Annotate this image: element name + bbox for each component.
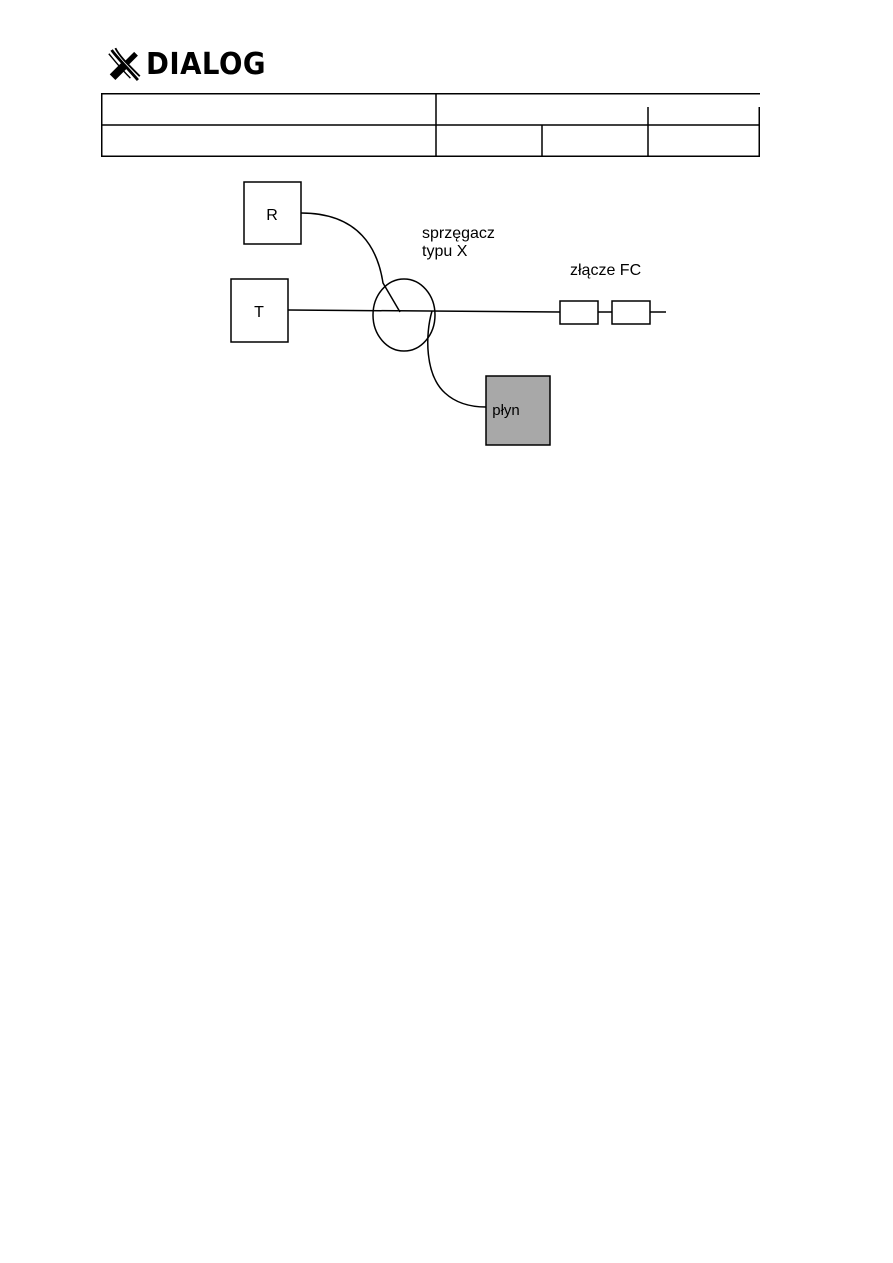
- receiver-label: R: [266, 207, 278, 224]
- fluid-label: płyn: [492, 402, 520, 419]
- receiver-box: [243, 181, 302, 245]
- coupler-label-line2: typu X: [422, 243, 468, 260]
- transmitter-box: [230, 278, 289, 343]
- header-table: [101, 93, 760, 157]
- dialog-x-logo-icon: [108, 47, 141, 81]
- transmitter-label: T: [254, 304, 264, 321]
- fc-connector-left: [559, 300, 599, 325]
- coupler-label-line1: sprzęgacz: [422, 225, 495, 242]
- main-fiber: [287, 309, 561, 313]
- fluid-fiber: [427, 310, 487, 408]
- fluid-box: [485, 375, 551, 446]
- dialog-logo: DIALOG: [106, 42, 276, 88]
- x-coupler: [372, 278, 436, 352]
- receiver-fiber: [300, 212, 401, 313]
- connector-label: złącze FC: [570, 262, 641, 279]
- logo-text: DIALOG: [145, 47, 266, 82]
- fc-connector-right: [611, 300, 651, 325]
- fiber-coupler-diagram: R T sprzęgacz typu X złącze FC płyn: [230, 181, 666, 446]
